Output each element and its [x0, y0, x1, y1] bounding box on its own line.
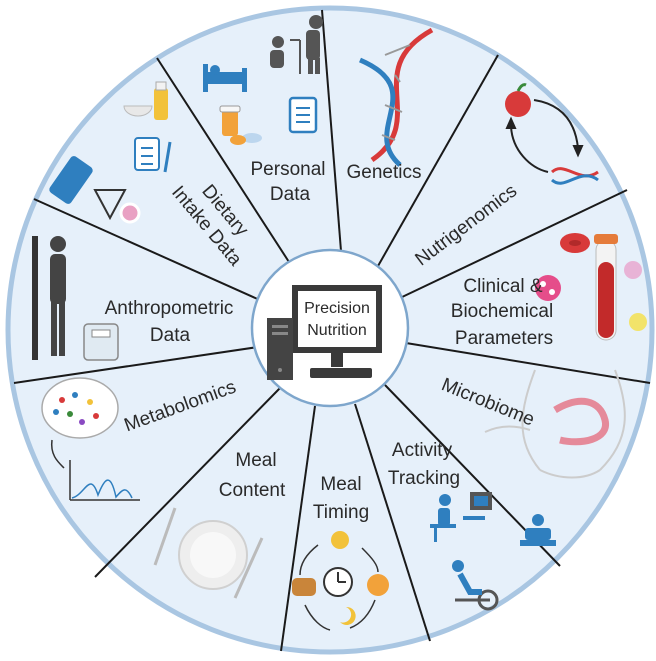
gut-icon	[484, 369, 626, 479]
divider-line	[156, 57, 290, 263]
segment-label-line: Genetics	[347, 162, 422, 183]
cycle-arrow-icon	[505, 99, 584, 173]
tv-icon	[470, 492, 492, 510]
checklist-icon	[134, 137, 160, 171]
divider-line	[321, 9, 342, 252]
human-silhouette-icon	[50, 236, 66, 356]
sun-icon	[331, 531, 349, 549]
segment-label-line: Content	[219, 480, 286, 501]
chromatogram-icon	[50, 439, 140, 501]
segment-label-line: Meal	[320, 474, 361, 495]
blood-cell-icon	[560, 233, 590, 253]
donut-icon	[119, 202, 141, 224]
computer-icon	[267, 285, 382, 380]
segment-dividers	[13, 9, 651, 652]
plate-icon	[178, 520, 248, 590]
pills-icon	[219, 105, 262, 145]
sample-dots-icon	[41, 377, 119, 439]
divider-line	[280, 405, 316, 652]
white-cell-icon	[535, 275, 561, 301]
segment-label-line: Parameters	[455, 328, 553, 349]
segment-label-line: Meal	[235, 450, 276, 471]
pencil-icon	[163, 141, 172, 173]
segment-label-activity: Activity Tracking	[388, 440, 460, 489]
divider-line	[405, 342, 651, 384]
bowl-icon	[123, 105, 153, 117]
person-walker-icon	[270, 15, 323, 74]
person-desk-icon	[430, 494, 485, 542]
segment-label-line: Timing	[313, 502, 369, 523]
divider-line	[354, 403, 431, 642]
segment-label-line: Anthropometric	[105, 298, 234, 319]
burger-icon	[292, 578, 316, 596]
segment-label-line: Biochemical	[451, 301, 553, 322]
scale-icon	[83, 323, 119, 361]
divider-line	[94, 386, 282, 578]
platelet-icon	[629, 313, 647, 331]
ruler-icon	[32, 236, 38, 360]
center-title-line2: Nutrition	[307, 322, 367, 339]
divider-line	[33, 198, 263, 302]
hospital-bed-icon	[203, 64, 247, 92]
divider-line	[399, 189, 628, 299]
meal-timing-cycle	[292, 531, 389, 631]
segment-label-clinical: Clinical & Biochemical Parameters	[451, 276, 553, 349]
test-tube-icon	[594, 234, 618, 341]
segment-label-line: Tracking	[388, 468, 460, 489]
segment-label-line: Data	[150, 325, 191, 346]
center-title-line1: Precision	[304, 300, 370, 317]
dna-strand-icon	[550, 167, 599, 185]
moon-icon	[340, 606, 356, 625]
segment-label-genetics: Genetics	[347, 162, 422, 183]
recliner-icon	[520, 514, 556, 546]
measuring-tool-icon	[93, 189, 127, 221]
segment-label-line: Data	[270, 184, 311, 205]
lymphocyte-icon	[624, 261, 642, 279]
divider-line	[377, 54, 499, 267]
fork-icon	[153, 507, 177, 566]
segment-label-anthropometric: Anthropometric Data	[105, 298, 234, 346]
segment-label-line: Personal	[251, 159, 326, 180]
segment-label-personal: Personal Data	[251, 159, 326, 205]
segment-label-line: Activity	[392, 440, 453, 461]
segment-label-line: Clinical &	[463, 276, 543, 297]
clipboard-icon	[288, 96, 318, 134]
exercise-bike-icon	[452, 560, 499, 611]
phone-icon	[49, 156, 93, 204]
dna-helix-icon	[359, 27, 434, 167]
fruit-icon	[367, 574, 389, 596]
divider-line	[13, 346, 259, 384]
knife-icon	[233, 537, 264, 599]
juice-bottle-icon	[154, 81, 168, 120]
apple-icon	[505, 83, 531, 117]
segment-label-meal-timing: Meal Timing	[313, 474, 369, 523]
segment-label-meal-content: Meal Content	[219, 450, 286, 501]
